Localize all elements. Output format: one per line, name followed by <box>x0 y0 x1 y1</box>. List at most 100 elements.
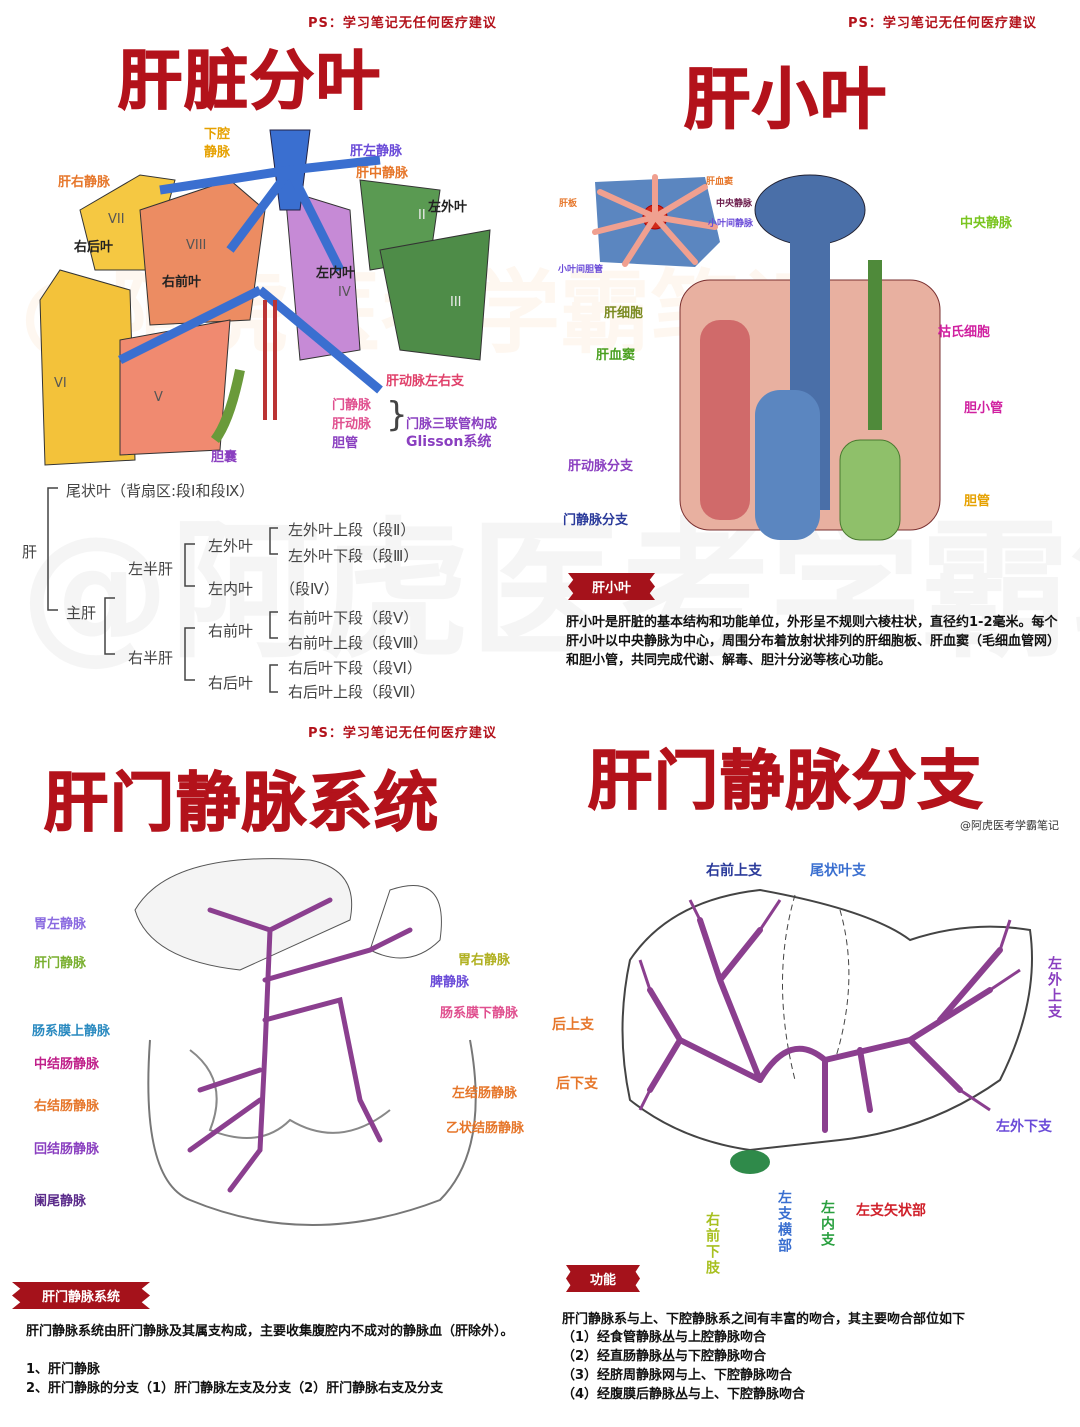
gallbladder <box>210 369 245 443</box>
label-triad: 门脉三联管构成 <box>406 417 498 432</box>
section-ribbon-lobule: 肝小叶 <box>568 573 656 600</box>
tree-s2: 左外叶上段（段Ⅱ） <box>288 521 416 539</box>
inset-interlobular-duct: 小叶间胆管 <box>558 265 604 275</box>
tree-main: 主肝 <box>66 604 97 622</box>
label-ll-inf: 左外下支 <box>996 1119 1052 1135</box>
label-kupffer: 枯氏细胞 <box>938 325 991 340</box>
label-rhv: 肝右静脉 <box>58 175 111 190</box>
label-bd: 胆管 <box>332 436 359 451</box>
seg-iii: III <box>450 295 462 310</box>
liver-lobes-illustration <box>39 129 491 466</box>
label-rant: 右前叶 <box>162 275 202 290</box>
label-duct: 胆管 <box>964 494 991 509</box>
label-ra-inf: 右前下肢 <box>704 1212 720 1276</box>
tree-left-lateral: 左外叶 <box>208 537 254 555</box>
label-ileocolic: 回结肠静脉 <box>34 1142 100 1157</box>
label-left-gastric: 胃左静脉 <box>34 917 87 932</box>
inset-central: 中央静脉 <box>716 199 753 209</box>
portal-triad <box>263 300 277 420</box>
function-text-4: （4）经腹膜后静脉丛与上、下腔静脉吻合 <box>562 1387 806 1402</box>
label-ra-sup: 右前上支 <box>706 863 762 879</box>
label-sup-mesenteric: 肠系膜上静脉 <box>32 1024 111 1039</box>
function-text-2: （2）经直肠静脉丛与下腔静脉吻合 <box>562 1349 767 1364</box>
seg-vii: VII <box>108 212 125 227</box>
label-splenic: 脾静脉 <box>430 975 470 990</box>
function-text-0: 肝门静脉系与上、下腔静脉系之间有丰富的吻合，其主要吻合部位如下 <box>562 1312 966 1327</box>
label-sigmoid: 乙状结肠静脉 <box>446 1121 525 1136</box>
tree-s6: 右后叶下段（段Ⅵ） <box>288 659 422 677</box>
disclaimer: PS：学习笔记无任何医疗建议 <box>848 16 1037 31</box>
label-portal-branch: 门静脉分支 <box>563 513 629 528</box>
credit: @阿虎医考学霸笔记 <box>960 819 1059 832</box>
seg-viii: VIII <box>186 238 207 253</box>
tree-left-medial: 左内叶 <box>208 580 254 598</box>
tree-left-half: 左半肝 <box>128 560 174 578</box>
label-sagittal: 左支矢状部 <box>856 1203 926 1219</box>
disclaimer: PS：学习笔记无任何医疗建议 <box>308 16 497 31</box>
label-rpost: 右后叶 <box>74 240 114 255</box>
label-right-gastric: 胃右静脉 <box>458 953 511 968</box>
label-mhv: 肝中静脉 <box>356 166 409 181</box>
label-left-medial: 左内支 <box>819 1200 835 1248</box>
lobe-iv <box>284 189 361 361</box>
label-left-colic: 左结肠静脉 <box>452 1086 518 1101</box>
label-ivc: 下腔 静脉 <box>204 127 231 160</box>
label-central-vein: 中央静脉 <box>960 216 1013 231</box>
label-transverse: 左支横部 <box>776 1190 792 1254</box>
label-artery-lr: 肝动脉左右支 <box>386 374 465 389</box>
tree-brackets <box>47 487 278 693</box>
label-middle-colic: 中结肠静脉 <box>34 1057 100 1072</box>
section-ribbon-portal-system: 肝门静脉系统 <box>12 1282 151 1309</box>
label-med: 左内叶 <box>316 266 356 281</box>
portal-system-text-3: 2、肝门静脉的分支（1）肝门静脉左支及分支（2）肝门静脉右支及分支 <box>26 1381 444 1396</box>
label-inf-mesenteric: 肠系膜下静脉 <box>440 1006 519 1021</box>
lobule-description: 肝小叶是肝脏的基本结构和功能单位，外形呈不规则六棱柱状，直径约1-2毫米。每个肝… <box>566 615 1058 668</box>
portal-system-illustration <box>134 858 477 1226</box>
label-canaliculus: 胆小管 <box>964 401 1004 416</box>
seg-vi: VI <box>54 376 67 391</box>
portal-system-text-2: 1、肝门静脉 <box>26 1362 101 1377</box>
label-hepatocyte: 肝细胞 <box>604 306 644 321</box>
function-text-1: （1）经食管静脉丛与上腔静脉吻合 <box>562 1330 767 1345</box>
section-title-portal-branches: 肝门静脉分支 <box>587 744 984 820</box>
seg-ii: II <box>418 208 426 223</box>
label-caudate-branch: 尾状叶支 <box>810 863 866 879</box>
tree-right-half: 右半肝 <box>128 649 174 667</box>
label-glisson: Glisson系统 <box>406 434 492 450</box>
label-ha: 肝动脉 <box>332 417 372 432</box>
tree-s4: （段Ⅳ） <box>280 580 339 598</box>
label-post-inf: 后下支 <box>556 1076 598 1092</box>
inset-plate: 肝板 <box>559 199 578 209</box>
tree-s3: 左外叶下段（段Ⅲ） <box>288 547 419 565</box>
section-ribbon-function: 功能 <box>566 1265 641 1292</box>
seg-v: V <box>154 390 163 405</box>
tree-s5: 右前叶下段（段Ⅴ） <box>288 609 419 627</box>
label-post-sup: 后上支 <box>552 1017 594 1033</box>
lobe-iii <box>379 229 491 361</box>
label-ll-sup: 左外上支 <box>1046 956 1062 1020</box>
tree-s7: 右后叶上段（段Ⅶ） <box>288 683 425 701</box>
section-title-portal-system: 肝门静脉系统 <box>43 766 440 842</box>
veins <box>117 155 383 394</box>
label-gb: 胆囊 <box>211 450 238 465</box>
disclaimer: PS：学习笔记无任何医疗建议 <box>308 726 497 741</box>
label-hepatic-portal: 肝门静脉 <box>34 956 87 971</box>
portal-branches-illustration <box>621 888 1033 1174</box>
label-pv: 门静脉 <box>332 398 372 413</box>
tree-right-posterior: 右后叶 <box>208 674 254 692</box>
label-artery-branch: 肝动脉分支 <box>568 459 634 474</box>
lobule-inset-illustration <box>592 174 720 267</box>
brace: } <box>386 395 408 435</box>
lobule-3d-illustration <box>679 174 941 541</box>
label-sinusoid: 肝血窦 <box>596 348 636 363</box>
label-lat: 左外叶 <box>428 200 468 215</box>
tree-s8: 右前叶上段（段Ⅷ） <box>288 634 428 652</box>
page-title: 肝脏分叶 <box>117 44 382 120</box>
label-appendicular: 阑尾静脉 <box>34 1194 87 1209</box>
label-lhv: 肝左静脉 <box>350 144 403 159</box>
portal-system-text-1: 肝门静脉系统由肝门静脉及其属支构成，主要收集腹腔内不成对的静脉血（肝除外）。 <box>26 1324 514 1339</box>
function-text-3: （3）经脐周静脉网与上、下腔静脉吻合 <box>562 1368 793 1383</box>
tree-root: 肝 <box>22 543 38 561</box>
inset-sinusoid: 肝血窦 <box>706 177 734 187</box>
tree-caudate: 尾状叶（背扇区:段Ⅰ和段Ⅸ） <box>66 482 255 500</box>
